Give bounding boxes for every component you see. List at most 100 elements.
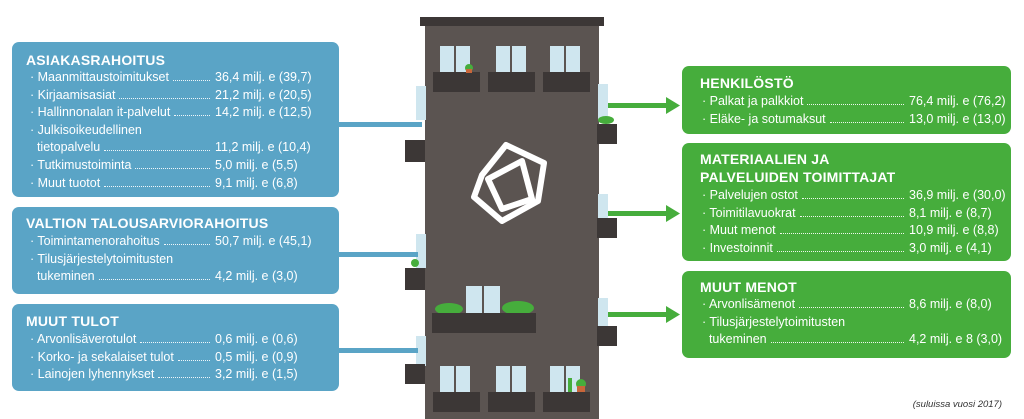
leader-dots bbox=[799, 296, 904, 308]
panel-title: HENKILÖSTÖ bbox=[700, 75, 794, 91]
line-item: · Investoinnit 3,0 milj. e (4,1) bbox=[702, 240, 1002, 256]
expense-arrows bbox=[608, 97, 680, 323]
line-item: tietopalvelu 11,2 milj. e (10,4) bbox=[30, 139, 330, 155]
line-item: tukeminen 4,2 milj. e (3,0) bbox=[30, 268, 330, 284]
line-item: · Tilusjärjestelytoimitusten bbox=[30, 251, 330, 267]
muut-tulot-panel: MUUT TULOT · Arvonlisäverotulot 0,6 milj.… bbox=[12, 304, 339, 391]
line-item-label: · Palvelujen ostot bbox=[702, 188, 798, 202]
year-note: (suluissa vuosi 2017) bbox=[912, 399, 1002, 410]
line-item: · Korko- ja sekalaiset tulot 0,5 milj. e … bbox=[30, 349, 330, 365]
line-item-label: · Lainojen lyhennykset bbox=[30, 367, 155, 382]
line-item: · Palvelujen ostot 36,9 milj. e (30,0) bbox=[702, 187, 1006, 203]
line-item-label: · Tutkimustoiminta bbox=[30, 158, 132, 172]
line-item: · Muut menot 10,9 milj. e (8,8) bbox=[702, 222, 1002, 238]
line-item-label: · Investoinnit bbox=[702, 240, 773, 255]
line-item: · Palkat ja palkkiot 76,4 milj. e (76,2) bbox=[702, 93, 1006, 109]
line-item-value: 50,7 milj. e (45,1) bbox=[215, 234, 312, 248]
line-item: · Arvonlisämenot 8,6 milj. e (8,0) bbox=[702, 296, 1002, 312]
valtion-talousarviorahoitus-panel: VALTION TALOUSARVIORAHOITUS · Toimintame… bbox=[12, 207, 339, 294]
leader-dots bbox=[104, 139, 210, 152]
line-item: · Kirjaamisasiat 21,2 milj. e (20,5) bbox=[30, 87, 330, 103]
line-item-label: tietopalvelu bbox=[30, 140, 101, 155]
line-item-label: tukeminen bbox=[30, 269, 95, 284]
line-item-value: 11,2 milj. e (10,4) bbox=[215, 140, 311, 155]
leader-dots bbox=[174, 104, 210, 117]
line-item-label: · Arvonlisämenot bbox=[702, 297, 796, 311]
materiaalien-panel: MATERIAALIEN JA PALVELUIDEN TOIMITTAJAT … bbox=[682, 143, 1011, 261]
line-item-value: 4,2 milj. e (3,0) bbox=[215, 269, 298, 284]
line-item-label: · Toimintamenorahoitus bbox=[30, 234, 160, 248]
line-item-label: · Muut menot bbox=[702, 223, 776, 238]
line-item: · Tutkimustoiminta 5,0 milj. e (5,5) bbox=[30, 157, 330, 173]
leader-dots bbox=[777, 240, 904, 252]
henkilosto-panel: HENKILÖSTÖ · Palkat ja palkkiot 76,4 milj… bbox=[682, 66, 1011, 134]
line-item-label: · Muut tuotot bbox=[30, 175, 101, 190]
leader-dots bbox=[140, 331, 210, 343]
line-item: · Hallinnonalan it-palvelut 14,2 milj. e … bbox=[30, 104, 330, 120]
line-item-label: · Julkisoikeudellinen bbox=[30, 122, 142, 137]
leader-dots bbox=[135, 157, 210, 169]
line-item-value: 10,9 milj. e (8,8) bbox=[909, 223, 999, 238]
line-item-value: 14,2 milj. e (12,5) bbox=[215, 105, 312, 120]
line-item-value: 3,0 milj. e (4,1) bbox=[909, 240, 992, 255]
asiakasrahoitus-panel: ASIAKASRAHOITUS · Maanmittaustoimitukset… bbox=[12, 42, 339, 197]
line-item-value: 0,6 milj. e (0,6) bbox=[215, 332, 298, 346]
line-item: · Muut tuotot 9,1 milj. e (6,8) bbox=[30, 175, 330, 191]
income-arrows bbox=[338, 122, 422, 353]
line-item-value: 36,9 milj. e (30,0) bbox=[909, 188, 1006, 202]
leader-dots bbox=[158, 366, 210, 379]
window-row-top bbox=[433, 46, 590, 92]
window-row-bottom bbox=[433, 366, 590, 412]
line-item: · Lainojen lyhennykset 3,2 milj. e (1,5) bbox=[30, 366, 330, 382]
line-item-value: 21,2 milj. e (20,5) bbox=[215, 87, 312, 102]
line-item-label: · Toimitilavuokrat bbox=[702, 205, 796, 220]
panel-title: ASIAKASRAHOITUS bbox=[26, 52, 166, 68]
line-item-value: 4,2 milj. e 8 (3,0) bbox=[909, 332, 1003, 347]
panel-title: MUUT MENOT bbox=[700, 279, 797, 295]
roof bbox=[420, 17, 604, 26]
leader-dots bbox=[830, 111, 904, 123]
leader-dots bbox=[802, 187, 904, 199]
line-item-value: 36,4 milj. e (39,7) bbox=[215, 70, 312, 84]
line-item-label: · Eläke- ja sotumaksut bbox=[702, 111, 826, 126]
line-item-value: 8,1 milj. e (8,7) bbox=[909, 205, 992, 220]
side-balconies bbox=[405, 84, 617, 384]
panel-title: VALTION TALOUSARVIORAHOITUS bbox=[26, 215, 269, 231]
panel-title: MUUT TULOT bbox=[26, 313, 119, 329]
panel-title: MATERIAALIEN JA PALVELUIDEN TOIMITTAJAT bbox=[700, 151, 896, 185]
line-item-label: · Korko- ja sekalaiset tulot bbox=[30, 349, 174, 364]
line-item-value: 76,4 milj. e (76,2) bbox=[909, 94, 1006, 108]
line-item: · Toimintamenorahoitus 50,7 milj. e (45,1… bbox=[30, 233, 330, 249]
leader-dots bbox=[807, 93, 904, 105]
middle-balcony bbox=[432, 286, 536, 333]
leader-dots bbox=[164, 233, 210, 245]
line-item-value: 9,1 milj. e (6,8) bbox=[215, 175, 298, 190]
line-item-label: · Tilusjärjestelytoimitusten bbox=[702, 314, 846, 329]
line-item-value: 13,0 milj. e (13,0) bbox=[909, 111, 1006, 126]
line-item-label: · Kirjaamisasiat bbox=[30, 87, 116, 102]
line-item-value: 8,6 milj. e (8,0) bbox=[909, 297, 992, 311]
line-item-label: · Hallinnonalan it-palvelut bbox=[30, 105, 171, 120]
line-item-label: · Arvonlisäverotulot bbox=[30, 332, 137, 346]
line-item-value: 0,5 milj. e (0,9) bbox=[215, 349, 298, 364]
line-item-label: · Palkat ja palkkiot bbox=[702, 94, 804, 108]
leader-dots bbox=[800, 205, 904, 217]
leader-dots bbox=[771, 331, 904, 344]
line-item: · Toimitilavuokrat 8,1 milj. e (8,7) bbox=[702, 205, 1002, 221]
line-item-value: 3,2 milj. e (1,5) bbox=[215, 367, 298, 382]
leader-dots bbox=[104, 175, 210, 187]
leader-dots bbox=[119, 87, 210, 99]
leader-dots bbox=[780, 222, 904, 235]
muut-menot-panel: MUUT MENOT · Arvonlisämenot 8,6 milj. e (… bbox=[682, 271, 1011, 358]
line-item-value: 5,0 milj. e (5,5) bbox=[215, 158, 298, 172]
leader-dots bbox=[99, 268, 210, 281]
line-item-label: · Tilusjärjestelytoimitusten bbox=[30, 251, 174, 266]
line-item: · Julkisoikeudellinen bbox=[30, 122, 330, 138]
line-item: · Arvonlisäverotulot 0,6 milj. e (0,6) bbox=[30, 331, 330, 347]
line-item: · Eläke- ja sotumaksut 13,0 milj. e (13,0… bbox=[702, 111, 1006, 127]
leader-dots bbox=[178, 349, 210, 361]
nls-logo-icon bbox=[471, 142, 547, 224]
